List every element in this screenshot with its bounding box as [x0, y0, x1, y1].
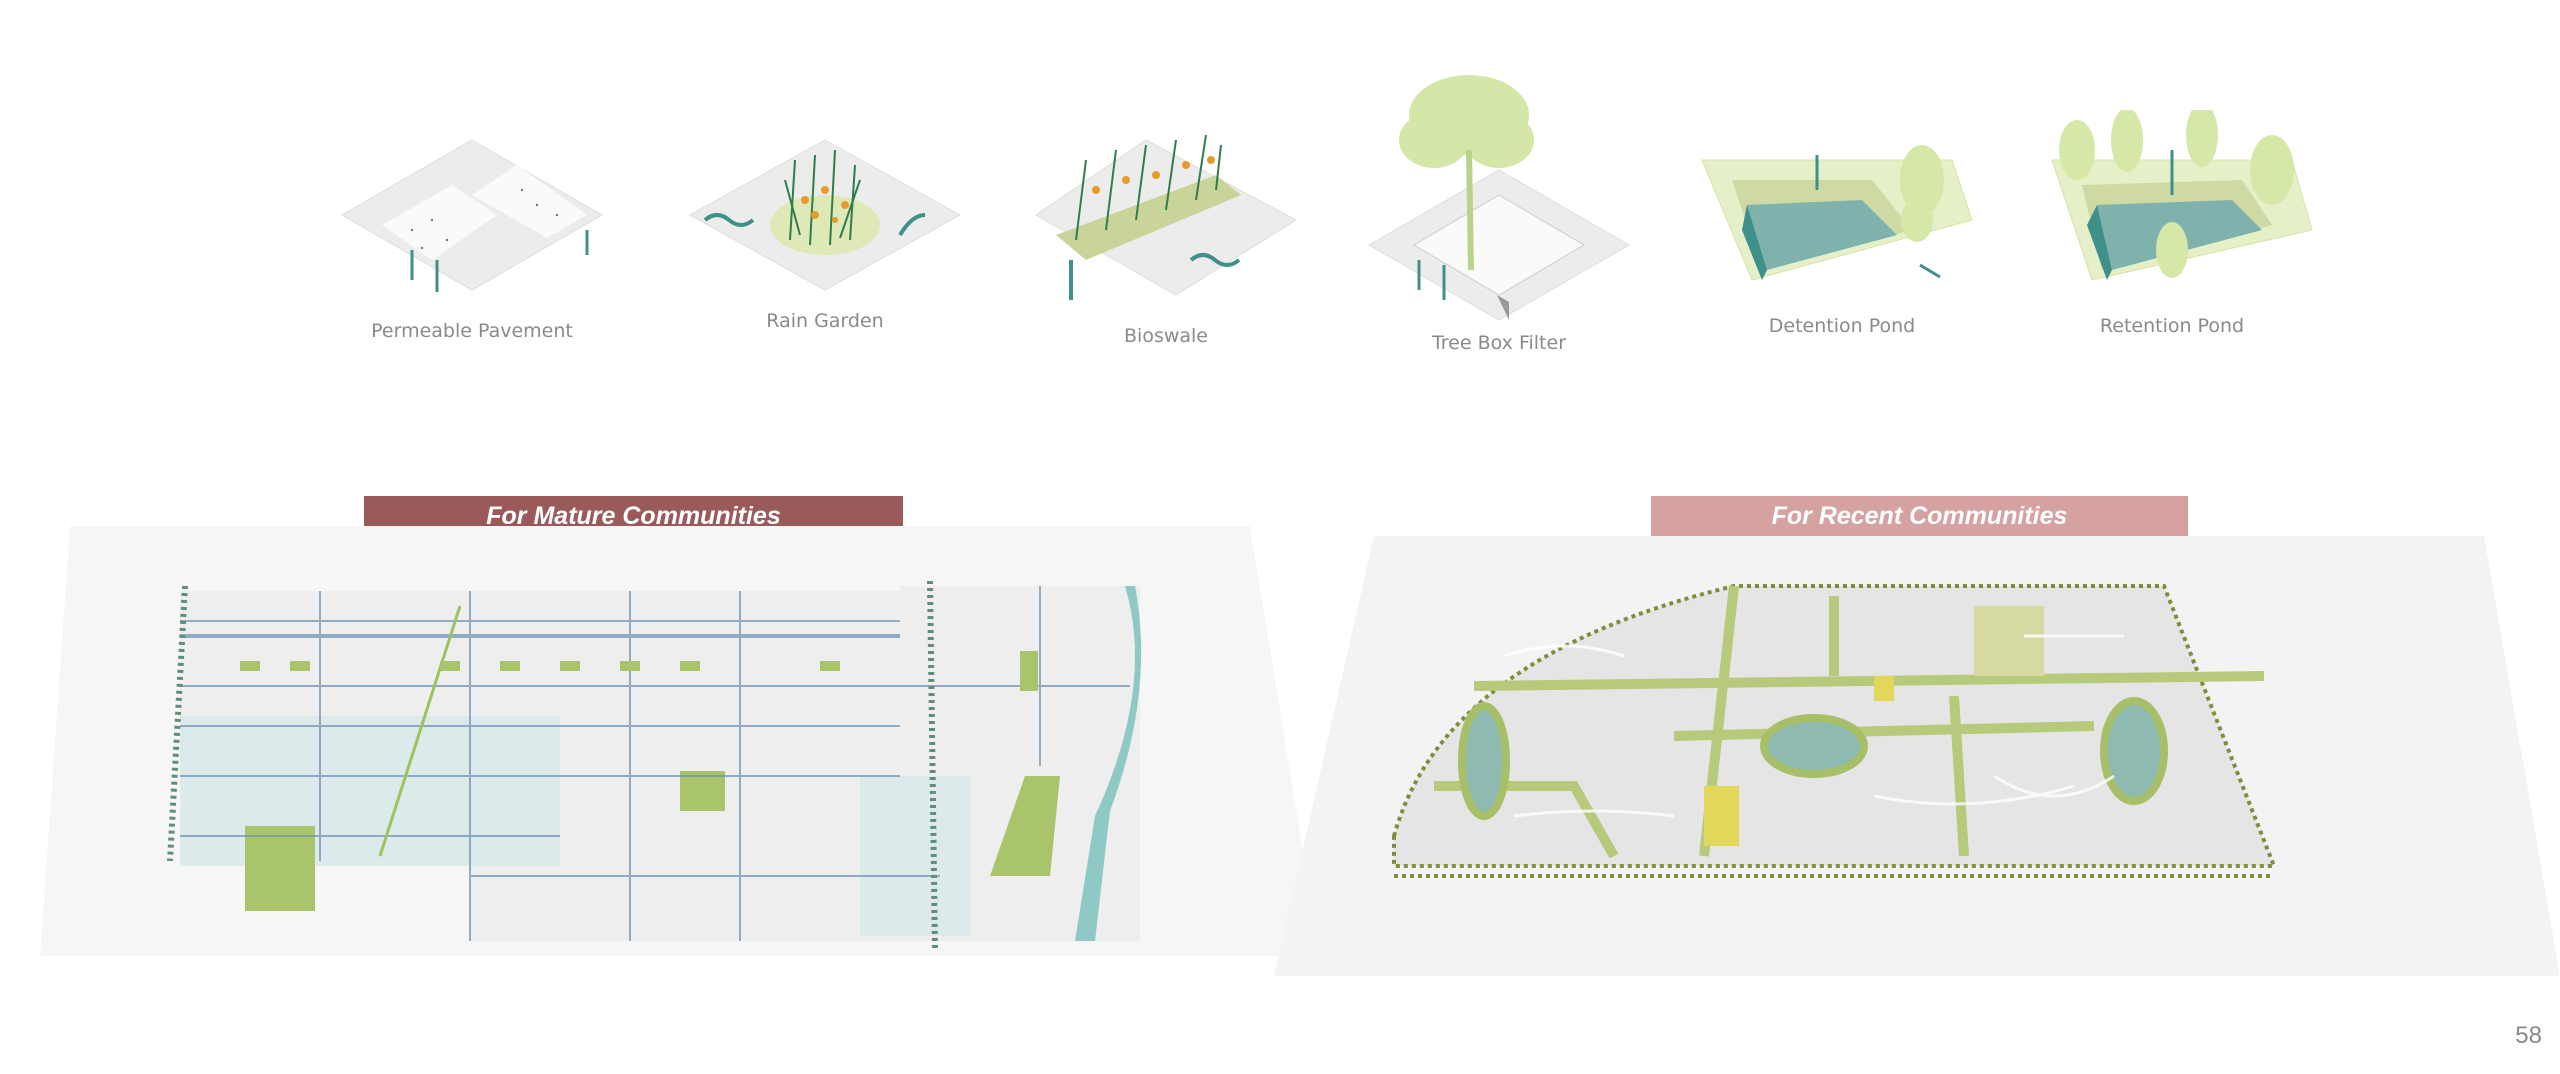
retention-pond-icon: [2051, 110, 2313, 281]
technique-rain-garden: Rain Garden: [675, 120, 975, 360]
technique-detention-pond: Detention Pond: [1692, 120, 1992, 360]
technique-retention-pond: Retention Pond: [2022, 110, 2322, 350]
mature-grid-area: [167, 580, 1142, 952]
mature-communities-map: [40, 526, 1320, 956]
bioswale-icon: [1035, 134, 1297, 300]
tree-box-filter-icon: [1367, 75, 1631, 321]
technique-bioswale: Bioswale: [1016, 120, 1316, 360]
recent-community-plan: [1392, 584, 2277, 878]
technique-label: Bioswale: [1124, 325, 1208, 347]
recent-communities-map: [1274, 536, 2560, 976]
technique-label: Rain Garden: [766, 310, 884, 332]
page-number: 58: [2515, 1022, 2542, 1049]
detention-pond-icon: [1701, 145, 1973, 281]
permeable-pavement-icon: [340, 139, 604, 292]
recent-communities-banner: For Recent Communities: [1651, 496, 2188, 536]
technique-tree-box-filter: Tree Box Filter: [1349, 70, 1649, 360]
technique-label: Permeable Pavement: [371, 320, 573, 342]
technique-label: Detention Pond: [1768, 315, 1916, 337]
technique-permeable-pavement: Permeable Pavement: [322, 120, 622, 360]
rain-garden-icon: [688, 139, 962, 291]
technique-label: Tree Box Filter: [1431, 332, 1567, 354]
technique-label: Retention Pond: [2099, 315, 2245, 337]
